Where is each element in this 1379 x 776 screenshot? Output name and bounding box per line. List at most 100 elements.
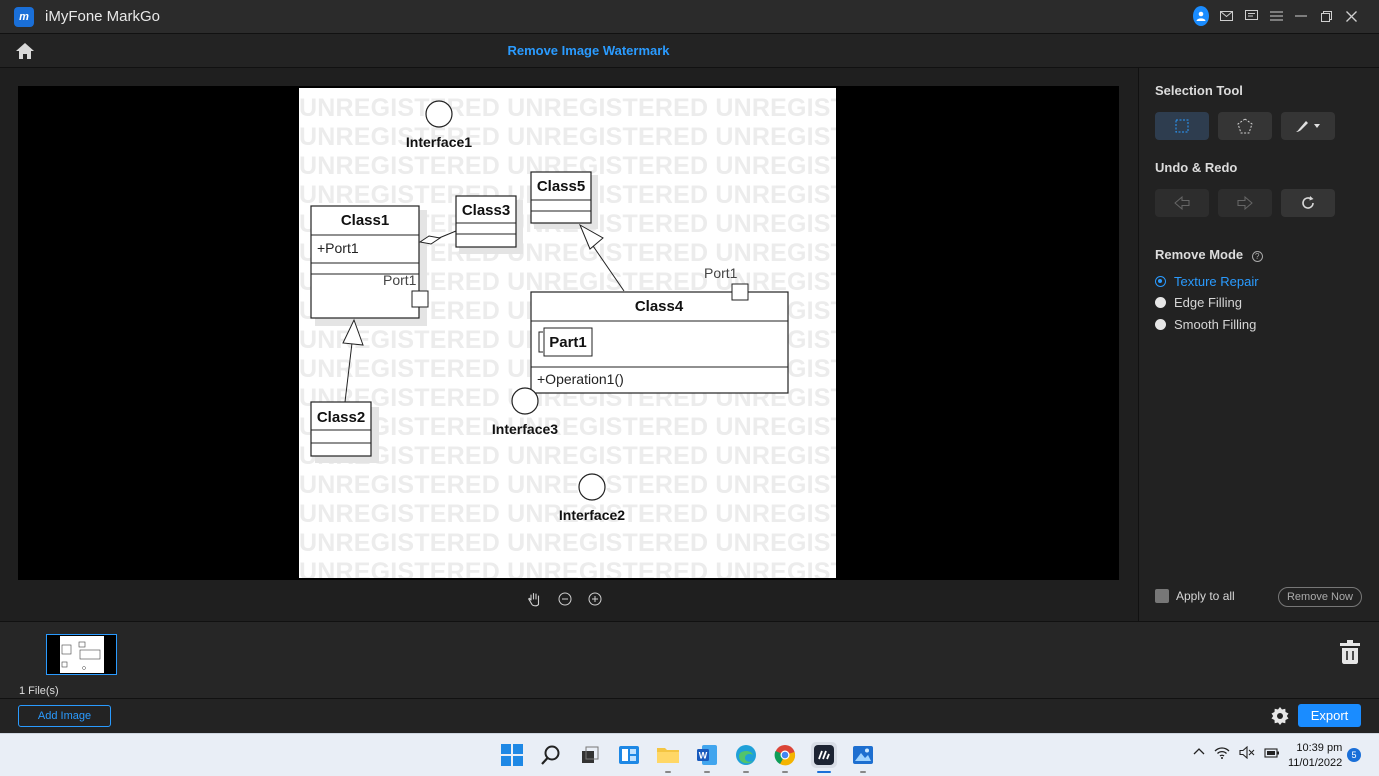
start-icon[interactable] xyxy=(499,742,525,768)
watermark-row: UNREGISTERED UNREGISTERED UNREGISTERED xyxy=(299,442,836,470)
checkbox-icon xyxy=(1155,589,1169,603)
redo-button[interactable] xyxy=(1218,189,1272,217)
watermark-row: UNREGISTERED UNREGISTERED UNREGISTERED xyxy=(299,558,836,578)
add-image-button[interactable]: Add Image xyxy=(18,705,111,727)
uml-diagram: Interface1 Class1 +Port1 Port1 Class3 Cl… xyxy=(310,100,789,523)
word-icon[interactable]: W xyxy=(694,742,720,773)
restore-icon[interactable] xyxy=(1318,6,1334,26)
os-taskbar: W 10:39 xyxy=(0,733,1379,776)
remove-mode-title: Remove Mode xyxy=(1155,247,1244,262)
generalization-arrow xyxy=(578,223,604,250)
undo-redo-heading: Undo & Redo xyxy=(1155,160,1238,175)
undo-button[interactable] xyxy=(1155,189,1209,217)
class3-box xyxy=(455,195,517,248)
app-logo-icon: m xyxy=(14,6,34,27)
brush-select-button[interactable] xyxy=(1281,112,1335,140)
radio-texture-repair[interactable]: Texture Repair xyxy=(1155,274,1259,289)
clock-date: 11/01/2022 xyxy=(1288,757,1343,769)
aggregation-diamond xyxy=(418,235,442,245)
settings-panel: Selection Tool Undo & Redo Remove Mode ?… xyxy=(1138,68,1379,621)
trash-icon[interactable] xyxy=(1340,640,1360,664)
watermark-row: UNREGISTERED UNREGISTERED UNREGISTERED xyxy=(299,413,836,441)
redo-icon xyxy=(1237,196,1253,210)
zoom-in-icon[interactable] xyxy=(586,590,604,608)
markgo-taskbar-icon[interactable] xyxy=(811,742,837,773)
interface1-circle xyxy=(425,100,453,128)
interface2-circle xyxy=(578,473,606,501)
radio-edge-filling[interactable]: Edge Filling xyxy=(1155,295,1242,310)
class4-op: +Operation1() xyxy=(537,371,624,387)
clock-time: 10:39 pm xyxy=(1296,742,1343,754)
file-thumbnail[interactable] xyxy=(46,634,117,675)
feedback-icon[interactable] xyxy=(1243,6,1259,26)
home-icon[interactable] xyxy=(15,42,35,60)
svg-text:W: W xyxy=(699,751,708,761)
notification-badge[interactable]: 5 xyxy=(1347,748,1361,762)
class2-name: Class2 xyxy=(317,409,365,426)
class1-port xyxy=(411,290,429,308)
system-tray xyxy=(1193,745,1280,762)
export-button[interactable]: Export xyxy=(1298,704,1361,727)
bottom-bar: Add Image Export xyxy=(0,698,1379,733)
class1-attr: +Port1 xyxy=(317,240,359,256)
account-icon[interactable] xyxy=(1193,6,1209,26)
image-canvas[interactable]: UNREGISTERED UNREGISTERED UNREGISTERED U… xyxy=(18,86,1119,580)
edge-icon[interactable] xyxy=(733,742,759,773)
gear-icon[interactable] xyxy=(1271,707,1289,725)
undo-icon xyxy=(1174,196,1190,210)
widgets-icon[interactable] xyxy=(616,742,642,768)
brush-icon xyxy=(1296,121,1320,132)
watermark-row: UNREGISTERED UNREGISTERED UNREGISTERED xyxy=(299,94,836,122)
minimize-icon[interactable] xyxy=(1293,6,1309,26)
hand-pan-icon[interactable] xyxy=(526,590,544,608)
title-bar: m iMyFone MarkGo xyxy=(0,0,1379,33)
mail-icon[interactable] xyxy=(1218,6,1234,26)
class1-box xyxy=(310,205,420,319)
remove-now-button[interactable]: Remove Now xyxy=(1278,587,1362,607)
generalization-arrow xyxy=(342,318,364,346)
radio-smooth-filling[interactable]: Smooth Filling xyxy=(1155,317,1256,332)
class4-port xyxy=(731,283,749,301)
system-clock[interactable]: 10:39 pm 11/01/2022 xyxy=(1288,741,1342,771)
page-header: Remove Image Watermark xyxy=(0,33,1379,68)
class5-box xyxy=(530,171,592,224)
file-strip: 1 File(s) xyxy=(0,621,1379,698)
radio-label: Smooth Filling xyxy=(1174,317,1257,332)
class3-name: Class3 xyxy=(462,202,510,219)
search-icon[interactable] xyxy=(538,742,564,768)
photos-icon[interactable] xyxy=(850,742,876,773)
radio-icon xyxy=(1155,319,1166,330)
part1-label: Part1 xyxy=(549,334,587,351)
polygon-select-button[interactable] xyxy=(1218,112,1272,140)
image-preview[interactable]: UNREGISTERED UNREGISTERED UNREGISTERED U… xyxy=(299,88,836,578)
help-icon[interactable]: ? xyxy=(1251,251,1263,262)
chevron-up-icon[interactable] xyxy=(1193,746,1205,762)
zoom-out-icon[interactable] xyxy=(556,590,574,608)
radio-label: Texture Repair xyxy=(1174,274,1259,289)
window-controls xyxy=(1193,6,1359,26)
volume-muted-icon[interactable] xyxy=(1239,745,1255,762)
remove-mode-heading: Remove Mode ? xyxy=(1155,247,1263,262)
file-explorer-icon[interactable] xyxy=(655,742,681,773)
radio-icon xyxy=(1155,297,1166,308)
radio-label: Edge Filling xyxy=(1174,295,1242,310)
menu-icon[interactable] xyxy=(1268,6,1284,26)
class1-port-label: Port1 xyxy=(383,272,417,288)
file-count: 1 File(s) xyxy=(19,685,59,697)
part1-box xyxy=(543,327,593,357)
chrome-icon[interactable] xyxy=(772,742,798,773)
class4-port-label: Port1 xyxy=(704,265,738,281)
reset-button[interactable] xyxy=(1281,189,1335,217)
watermark-row: UNREGISTERED UNREGISTERED UNREGISTERED xyxy=(299,471,836,499)
watermark-row: UNREGISTERED UNREGISTERED UNREGISTERED xyxy=(299,500,836,528)
close-icon[interactable] xyxy=(1343,6,1359,26)
apply-to-all-checkbox[interactable]: Apply to all xyxy=(1155,589,1235,603)
battery-icon[interactable] xyxy=(1264,746,1280,762)
task-view-icon[interactable] xyxy=(577,742,603,768)
wifi-icon[interactable] xyxy=(1214,746,1230,762)
selection-tool-heading: Selection Tool xyxy=(1155,83,1243,98)
rectangle-select-button[interactable] xyxy=(1155,112,1209,140)
polygon-select-icon xyxy=(1237,118,1253,134)
watermark-row: UNREGISTERED UNREGISTERED UNREGISTERED xyxy=(299,529,836,557)
class4-name: Class4 xyxy=(635,298,684,315)
